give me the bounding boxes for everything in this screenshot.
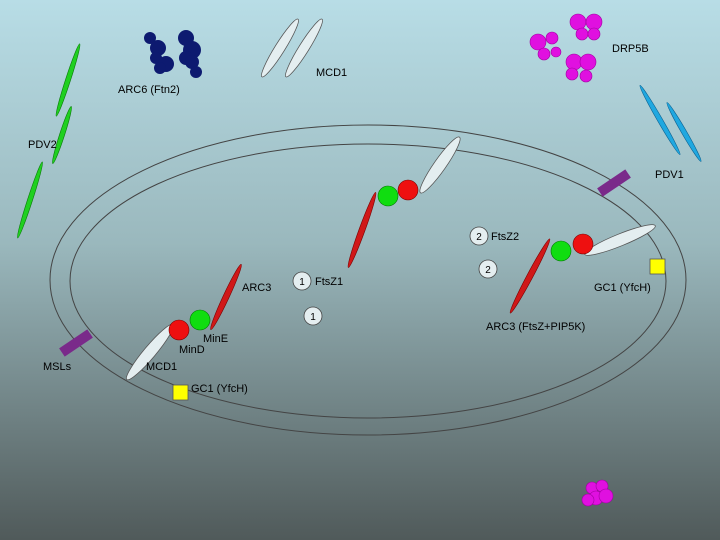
mine-circle-top <box>377 185 399 207</box>
ftsz1-number: 1 <box>299 277 305 288</box>
mine-circle-right <box>550 240 572 262</box>
arc3-protein-left <box>210 264 242 330</box>
pdv1-proteins <box>639 85 702 162</box>
label-arc6: ARC6 (Ftn2) <box>118 84 180 96</box>
label-gc1-right: GC1 (YfcH) <box>594 282 651 294</box>
msl-channel-left <box>59 329 93 357</box>
label-mind: MinD <box>179 344 205 356</box>
mind-circle-right <box>572 233 594 255</box>
label-mcd1-top: MCD1 <box>316 67 347 79</box>
label-arc3: ARC3 <box>242 282 271 294</box>
outer-envelope-membrane <box>49 124 687 436</box>
label-arc3-complex: ARC3 (FtsZ+PIP5K) <box>486 321 585 333</box>
arc3-protein-top <box>347 192 377 268</box>
label-pdv2: PDV2 <box>28 139 57 151</box>
drp5b-protein-cluster <box>529 13 603 83</box>
label-ftsz2: FtsZ2 <box>491 231 519 243</box>
ftsz2-ring-circle <box>478 259 498 279</box>
gc1-square-right <box>649 258 666 275</box>
msl-channel-right <box>597 169 631 197</box>
mcd1-top-pair <box>261 18 323 78</box>
label-pdv1: PDV1 <box>655 169 684 181</box>
ftsz2-ring-number: 2 <box>485 265 491 276</box>
ftsz2-number-circle <box>469 226 489 246</box>
mcd1-protein-top <box>419 136 461 194</box>
label-msl: MSLs <box>43 361 72 373</box>
label-ftsz1: FtsZ1 <box>315 276 343 288</box>
mine-circle-left <box>189 309 211 331</box>
label-mcd1-bottom: MCD1 <box>146 361 177 373</box>
ftsz1-ring-number: 1 <box>310 312 316 323</box>
inner-envelope-membrane <box>69 143 667 419</box>
arc3-protein-right <box>509 238 551 314</box>
mind-circle-top <box>397 179 419 201</box>
arc6-protein-cluster <box>144 30 202 78</box>
mind-circle-left <box>168 319 190 341</box>
drp5b-cluster-bottom <box>581 479 614 507</box>
pdv2-proteins <box>17 43 81 239</box>
label-mine: MinE <box>203 333 228 345</box>
ftsz1-number-circle <box>292 271 312 291</box>
ftsz1-ring-circle <box>303 306 323 326</box>
label-gc1-bottom: GC1 (YfcH) <box>191 383 248 395</box>
label-drp5b: DRP5B <box>612 43 649 55</box>
gc1-square-bottom <box>172 384 189 401</box>
mcd1-protein-right <box>584 224 656 256</box>
ftsz2-number: 2 <box>476 232 482 243</box>
